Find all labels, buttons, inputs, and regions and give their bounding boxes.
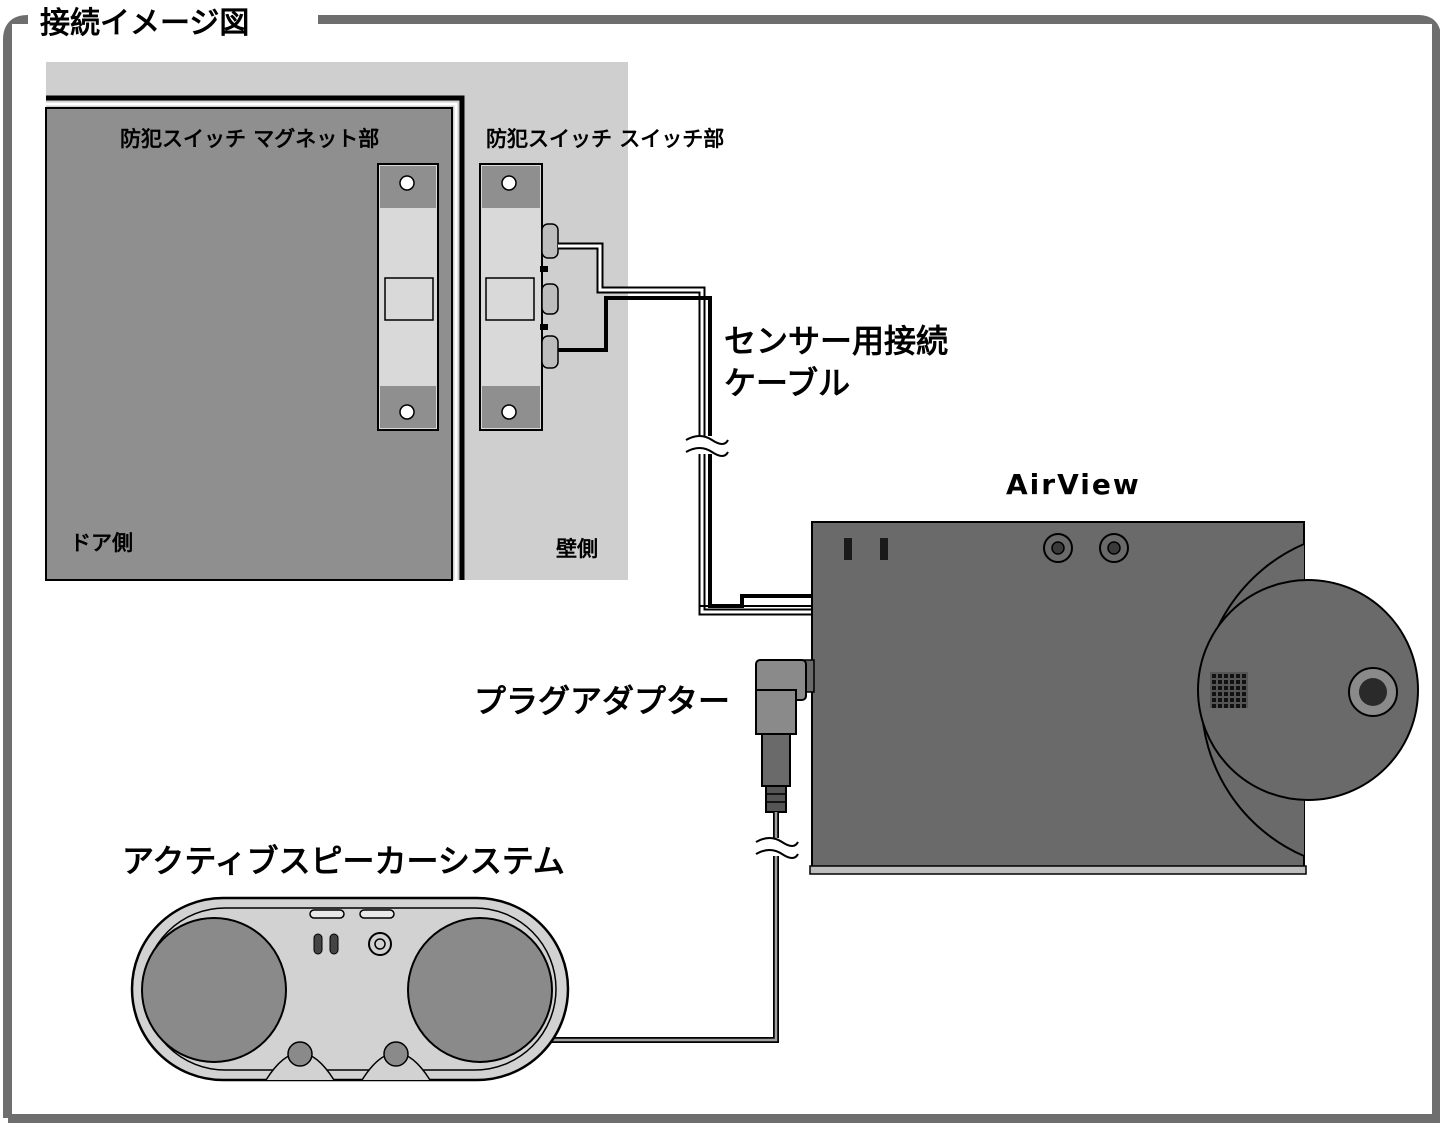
airview-device bbox=[803, 521, 1419, 875]
grille-dot bbox=[1242, 680, 1246, 684]
security-switch-magnet bbox=[377, 163, 439, 431]
grille-dot bbox=[1236, 686, 1240, 690]
grille-dot bbox=[1236, 698, 1240, 702]
grille-dot bbox=[1224, 680, 1228, 684]
speaker-cable bbox=[540, 812, 799, 1043]
grille-dot bbox=[1242, 692, 1246, 696]
magnet-part-label: 防犯スイッチ マグネット部 bbox=[120, 127, 379, 151]
grille-dot bbox=[1218, 686, 1222, 690]
grille-dot bbox=[1212, 704, 1216, 708]
plug-adapter bbox=[755, 659, 807, 813]
airview-label: AirView bbox=[1006, 468, 1141, 501]
grille-dot bbox=[1212, 686, 1216, 690]
grille-dot bbox=[1230, 692, 1234, 696]
grille-dot bbox=[1218, 680, 1222, 684]
grille-dot bbox=[1218, 698, 1222, 702]
plug-adapter-label: プラグアダプター bbox=[474, 682, 730, 720]
grille-dot bbox=[1230, 674, 1234, 678]
microphone-grille-dots bbox=[1212, 674, 1246, 708]
left-speaker-cone bbox=[141, 917, 287, 1063]
grille-dot bbox=[1230, 704, 1234, 708]
wall-side-label: 壁側 bbox=[556, 537, 598, 561]
grille-dot bbox=[1224, 692, 1228, 696]
security-switch-body bbox=[479, 163, 559, 431]
grille-dot bbox=[1242, 704, 1246, 708]
right-speaker-cone bbox=[407, 917, 553, 1063]
airview-led-2 bbox=[880, 538, 888, 560]
airview-led-1 bbox=[844, 538, 852, 560]
grille-dot bbox=[1224, 704, 1228, 708]
sensor-cable-label-2: ケーブル bbox=[724, 364, 850, 402]
grille-dot bbox=[1212, 698, 1216, 702]
diagram-title: 接続イメージ図 bbox=[40, 6, 249, 41]
grille-dot bbox=[1236, 680, 1240, 684]
grille-dot bbox=[1230, 698, 1234, 702]
camera-dome bbox=[1197, 579, 1419, 801]
grille-dot bbox=[1236, 692, 1240, 696]
microphone-grille bbox=[1210, 672, 1248, 708]
grille-dot bbox=[1230, 680, 1234, 684]
sensor-cable-label-1: センサー用接続 bbox=[724, 322, 948, 360]
grille-dot bbox=[1224, 686, 1228, 690]
door-frame bbox=[46, 95, 465, 580]
grille-dot bbox=[1212, 680, 1216, 684]
grille-dot bbox=[1218, 692, 1222, 696]
sensor-cable bbox=[558, 242, 812, 616]
grille-dot bbox=[1218, 674, 1222, 678]
grille-dot bbox=[1230, 686, 1234, 690]
grille-dot bbox=[1212, 692, 1216, 696]
speaker-system-label: アクティブスピーカーシステム bbox=[122, 842, 565, 880]
grille-dot bbox=[1224, 698, 1228, 702]
door-side-label: ドア側 bbox=[70, 531, 133, 555]
grille-dot bbox=[1236, 674, 1240, 678]
switch-part-label: 防犯スイッチ スイッチ部 bbox=[486, 127, 724, 151]
grille-dot bbox=[1242, 698, 1246, 702]
grille-dot bbox=[1224, 674, 1228, 678]
grille-dot bbox=[1212, 674, 1216, 678]
grille-dot bbox=[1236, 704, 1240, 708]
grille-dot bbox=[1242, 674, 1246, 678]
grille-dot bbox=[1218, 704, 1222, 708]
active-speaker-system bbox=[130, 896, 570, 1082]
grille-dot bbox=[1242, 686, 1246, 690]
